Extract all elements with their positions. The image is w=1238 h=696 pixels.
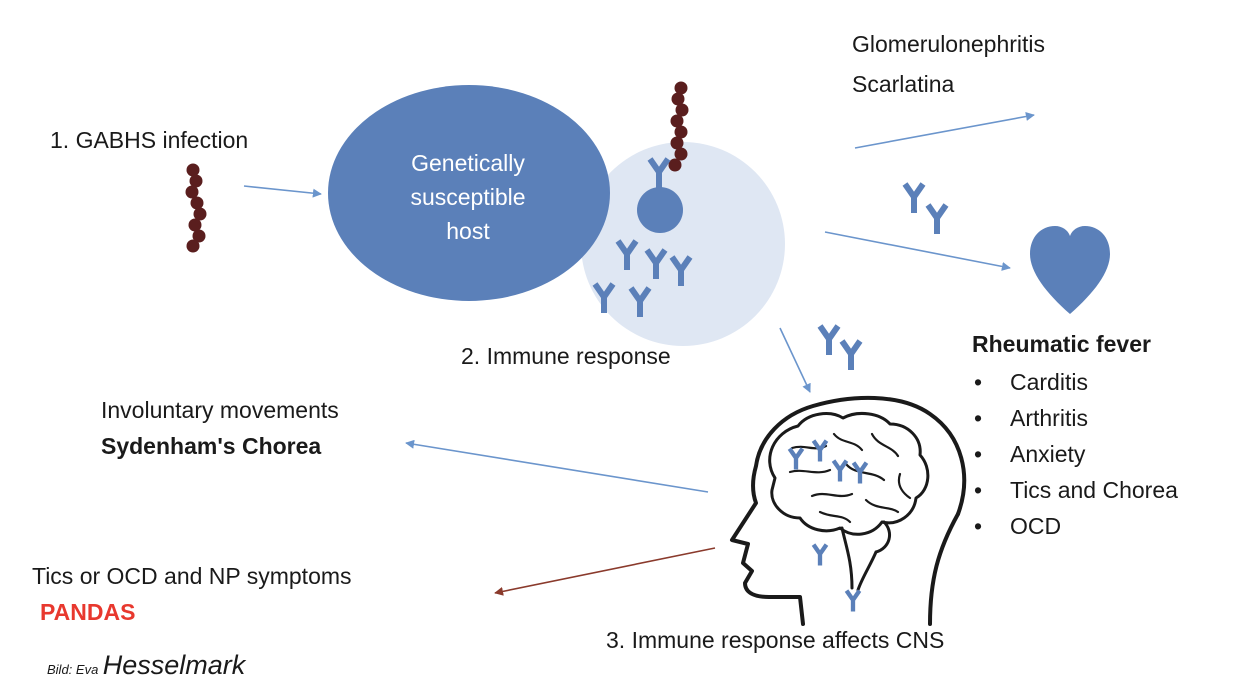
list-item: Carditis [972,364,1178,400]
arrow-to-sydenham [405,439,709,493]
immune-halo [581,142,785,346]
arrow-to-pandas [494,547,716,596]
rheumatic-fever-list: Carditis Arthritis Anxiety Tics and Chor… [972,364,1178,544]
streptococcus-chain-icon [668,81,689,172]
arrow-to-brain [779,327,811,393]
list-item: OCD [972,508,1178,544]
list-item: Tics and Chorea [972,472,1178,508]
label-tics-ocd-np: Tics or OCD and NP symptoms [32,563,352,589]
label-host-line-1: Genetically [411,150,525,176]
list-item: Anxiety [972,436,1178,472]
host-ellipse [328,85,610,301]
label-immune-response: 2. Immune response [461,343,671,369]
arrow-to-glomerulonephritis [854,112,1035,149]
label-glomerulonephritis: Glomerulonephritis [852,31,1046,57]
list-item: Arthritis [972,400,1178,436]
label-gabhs-infection: 1. GABHS infection [50,127,249,153]
credit-name: Hesselmark [102,650,246,680]
label-cns: 3. Immune response affects CNS [606,627,945,653]
label-sydenhams-chorea: Sydenham's Chorea [101,433,322,459]
heart-icon [1030,226,1110,314]
label-host-line-3: host [446,218,490,244]
antigen-cell [637,187,683,233]
streptococcus-chain-icon [185,163,207,253]
image-credit: Bild: Eva Hesselmark [47,650,245,681]
human-head-brain-icon [730,395,967,626]
arrow-to-heart [824,231,1011,271]
label-rheumatic-fever: Rheumatic fever [972,331,1151,357]
label-host: Genetically susceptible host [368,146,568,248]
label-involuntary-movements: Involuntary movements [101,397,339,423]
label-pandas: PANDAS [40,599,136,625]
label-host-line-2: susceptible [410,184,526,210]
arrow-infection-to-host [243,185,322,198]
credit-prefix: Bild: Eva [47,662,99,677]
label-scarlatina: Scarlatina [852,71,955,97]
